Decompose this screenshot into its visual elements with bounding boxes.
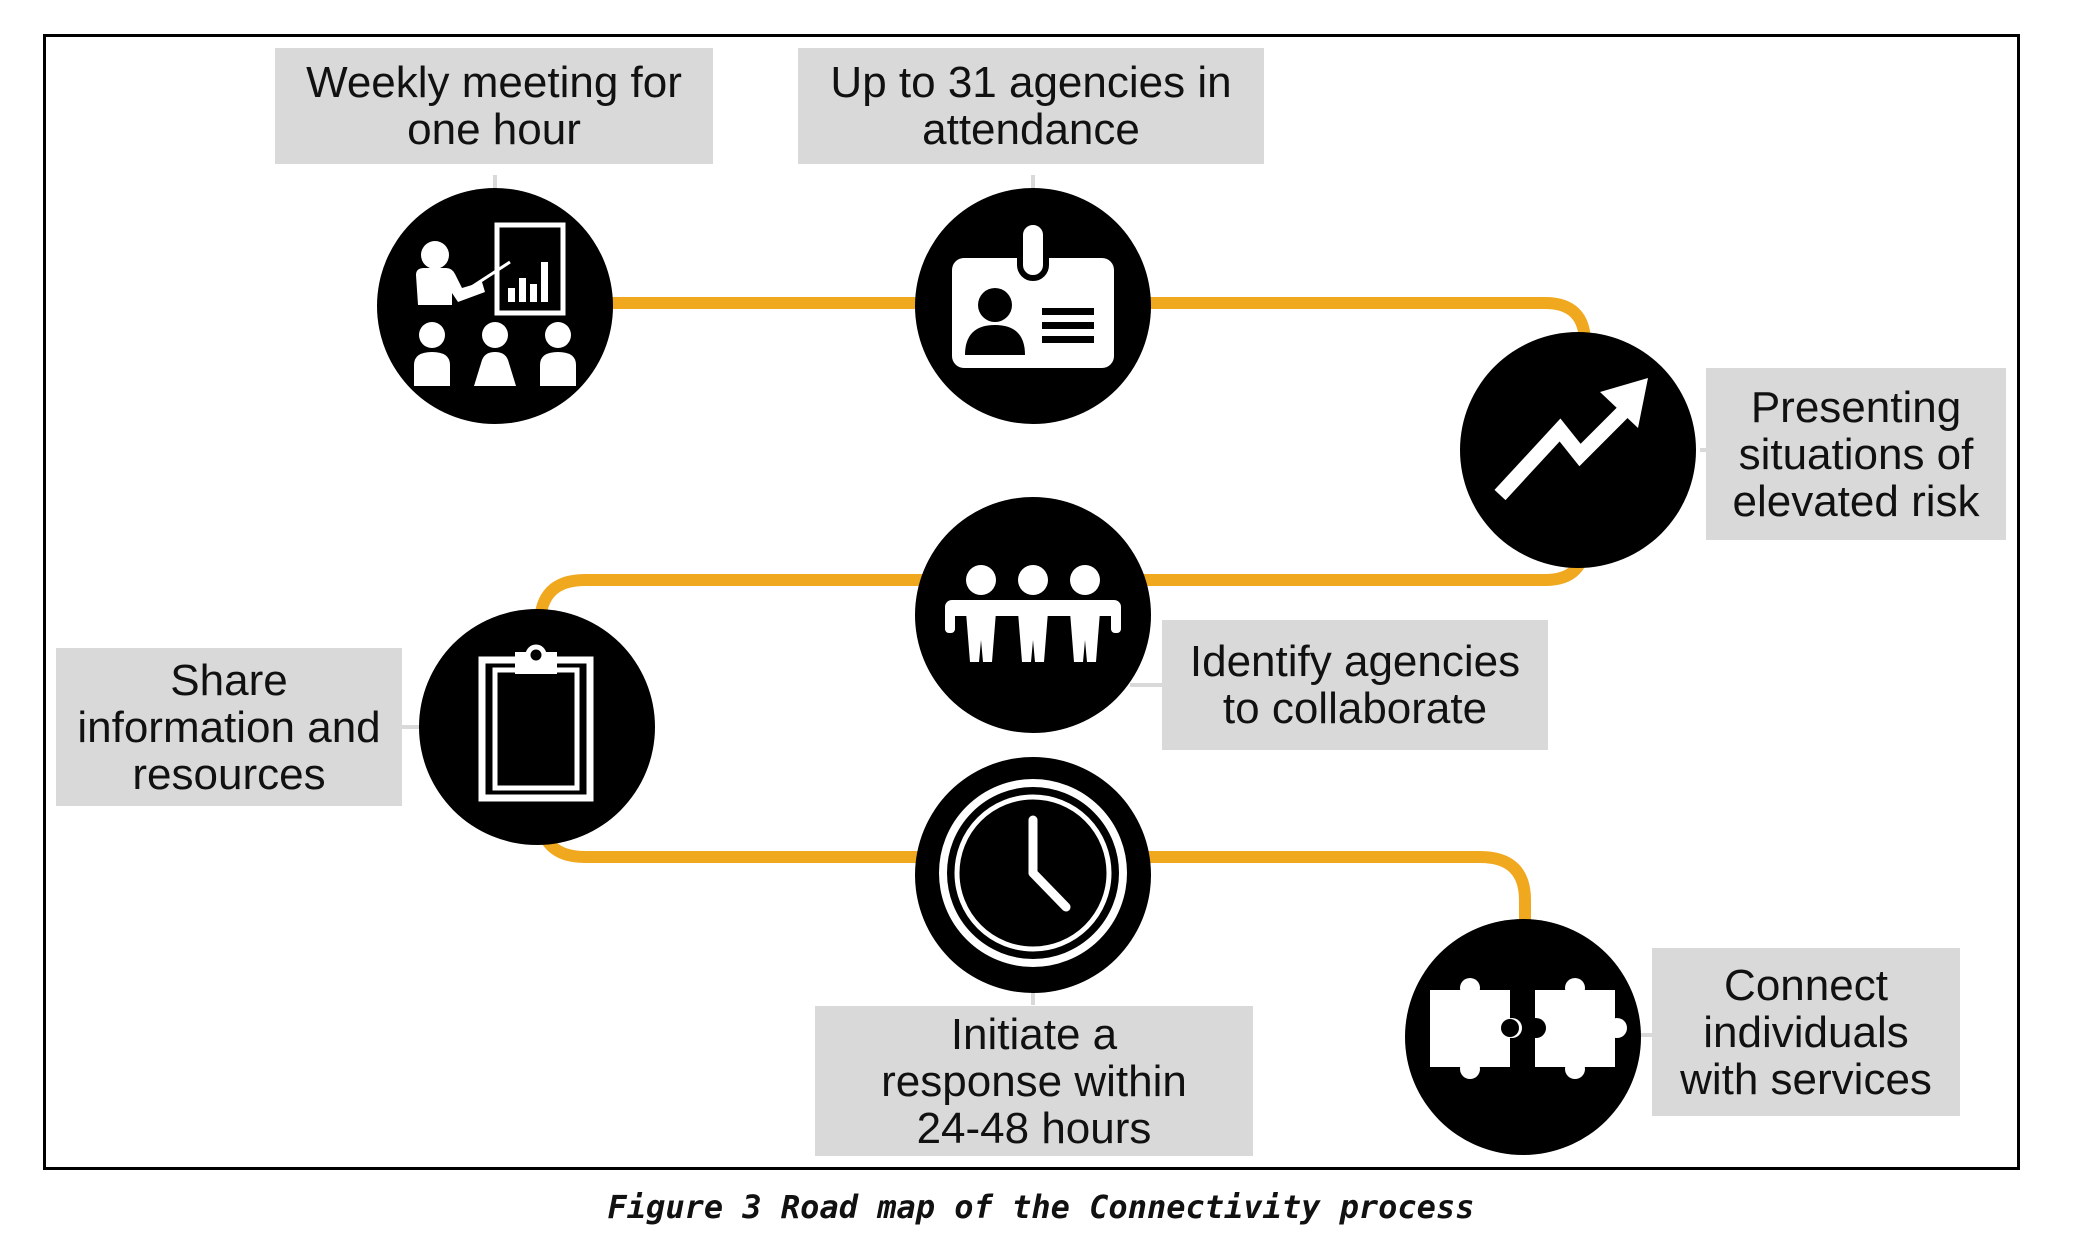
label-step-6: Initiate a response within 24-48 hours — [815, 1006, 1253, 1156]
label-step-2: Up to 31 agencies in attendance — [798, 48, 1264, 164]
id-badge-icon — [952, 219, 1114, 368]
label-step-3: Presenting situations of elevated risk — [1706, 368, 2006, 540]
label-step-4-text: Identify agencies to collaborate — [1189, 637, 1521, 733]
label-step-5-text: Share information and resources — [77, 655, 381, 799]
label-step-7-text: Connect individuals with services — [1680, 960, 1932, 1104]
label-step-6-text: Initiate a response within 24-48 hours — [881, 1009, 1187, 1153]
label-step-1: Weekly meeting for one hour — [275, 48, 713, 164]
puzzle-pieces-icon — [1430, 978, 1627, 1079]
circle-step-7 — [1405, 919, 1641, 1155]
figure-frame — [43, 34, 2020, 1170]
label-step-5: Share information and resources — [56, 648, 402, 806]
label-step-3-text: Presenting situations of elevated risk — [1732, 382, 1980, 526]
rising-arrow-icon — [1494, 378, 1648, 501]
label-step-4: Identify agencies to collaborate — [1162, 620, 1548, 750]
clock-icon — [939, 779, 1127, 967]
figure-caption: Figure 3 Road map of the Connectivity pr… — [607, 1188, 1475, 1226]
clipboard-icon — [478, 644, 594, 802]
people-group-icon — [945, 565, 1121, 662]
label-step-1-text: Weekly meeting for one hour — [306, 58, 682, 154]
label-step-2-text: Up to 31 agencies in attendance — [830, 58, 1232, 154]
label-step-7: Connect individuals with services — [1652, 948, 1960, 1116]
circle-step-5 — [419, 609, 655, 845]
presentation-icon — [414, 222, 576, 386]
